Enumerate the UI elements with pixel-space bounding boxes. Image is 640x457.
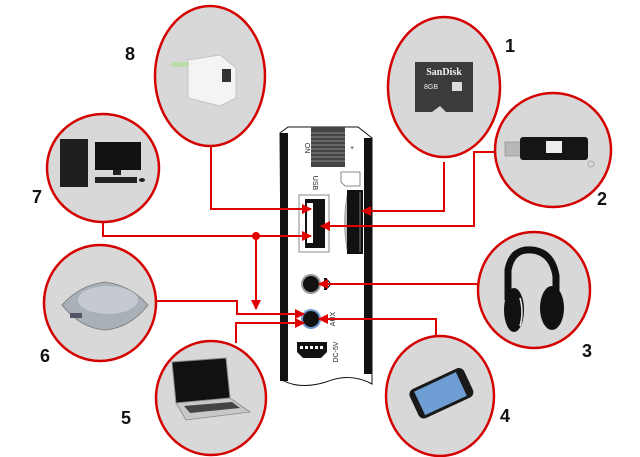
device-right-edge bbox=[364, 138, 372, 374]
sd-card-slot[interactable] bbox=[344, 190, 364, 254]
line-sd-card bbox=[361, 162, 445, 216]
line-cd-player bbox=[157, 300, 305, 319]
node-number-6: 6 bbox=[40, 346, 50, 366]
switch-label: ON bbox=[303, 143, 310, 154]
headphone-jack[interactable] bbox=[301, 274, 321, 294]
node-number-1: 1 bbox=[505, 36, 515, 56]
sd-card-brand: SanDisk bbox=[426, 67, 462, 78]
node-number-2: 2 bbox=[597, 189, 607, 209]
usb-flash-drive-icon bbox=[504, 137, 595, 168]
usb-label: USB bbox=[311, 176, 318, 191]
node-headphones[interactable] bbox=[476, 230, 592, 350]
plus-mark: + bbox=[350, 145, 354, 152]
cd-player-icon bbox=[61, 281, 149, 331]
headphones-icon bbox=[504, 246, 564, 332]
node-number-7: 7 bbox=[32, 187, 42, 207]
power-switch[interactable] bbox=[311, 127, 345, 167]
sd-card-symbol-icon bbox=[340, 171, 361, 187]
node-number-5: 5 bbox=[121, 408, 131, 428]
usb-port[interactable] bbox=[298, 194, 330, 253]
line-desktop bbox=[102, 214, 312, 241]
device-left-edge bbox=[280, 133, 288, 381]
sd-card-icon: SanDisk 8GB bbox=[415, 62, 473, 112]
node-cd-player[interactable] bbox=[42, 243, 158, 363]
node-number-3: 3 bbox=[582, 341, 592, 361]
dc-label: DC-5V bbox=[333, 341, 340, 362]
node-laptop[interactable] bbox=[154, 339, 268, 457]
node-number-4: 4 bbox=[500, 406, 510, 426]
node-sd-card[interactable]: SanDisk 8GB bbox=[386, 15, 502, 159]
node-desktop-computer[interactable] bbox=[45, 112, 161, 224]
line-smartphone bbox=[318, 314, 437, 341]
central-device: ON + USB AUX bbox=[279, 126, 373, 386]
node-smartphone[interactable] bbox=[384, 334, 496, 457]
desktop-computer-icon bbox=[60, 139, 145, 187]
sd-card-capacity: 8GB bbox=[424, 84, 438, 91]
smartphone-icon bbox=[409, 368, 474, 419]
line-laptop bbox=[235, 318, 305, 343]
node-usb-charger[interactable] bbox=[153, 4, 267, 148]
junction-dot bbox=[252, 232, 260, 240]
line-usb-flash bbox=[320, 151, 495, 231]
usb-charger-icon bbox=[171, 54, 237, 107]
node-number-8: 8 bbox=[125, 44, 135, 64]
aux-jack[interactable] bbox=[301, 309, 321, 329]
node-usb-flash-drive[interactable] bbox=[493, 91, 613, 209]
dc-5v-port[interactable] bbox=[297, 342, 327, 358]
laptop-icon bbox=[171, 357, 252, 421]
